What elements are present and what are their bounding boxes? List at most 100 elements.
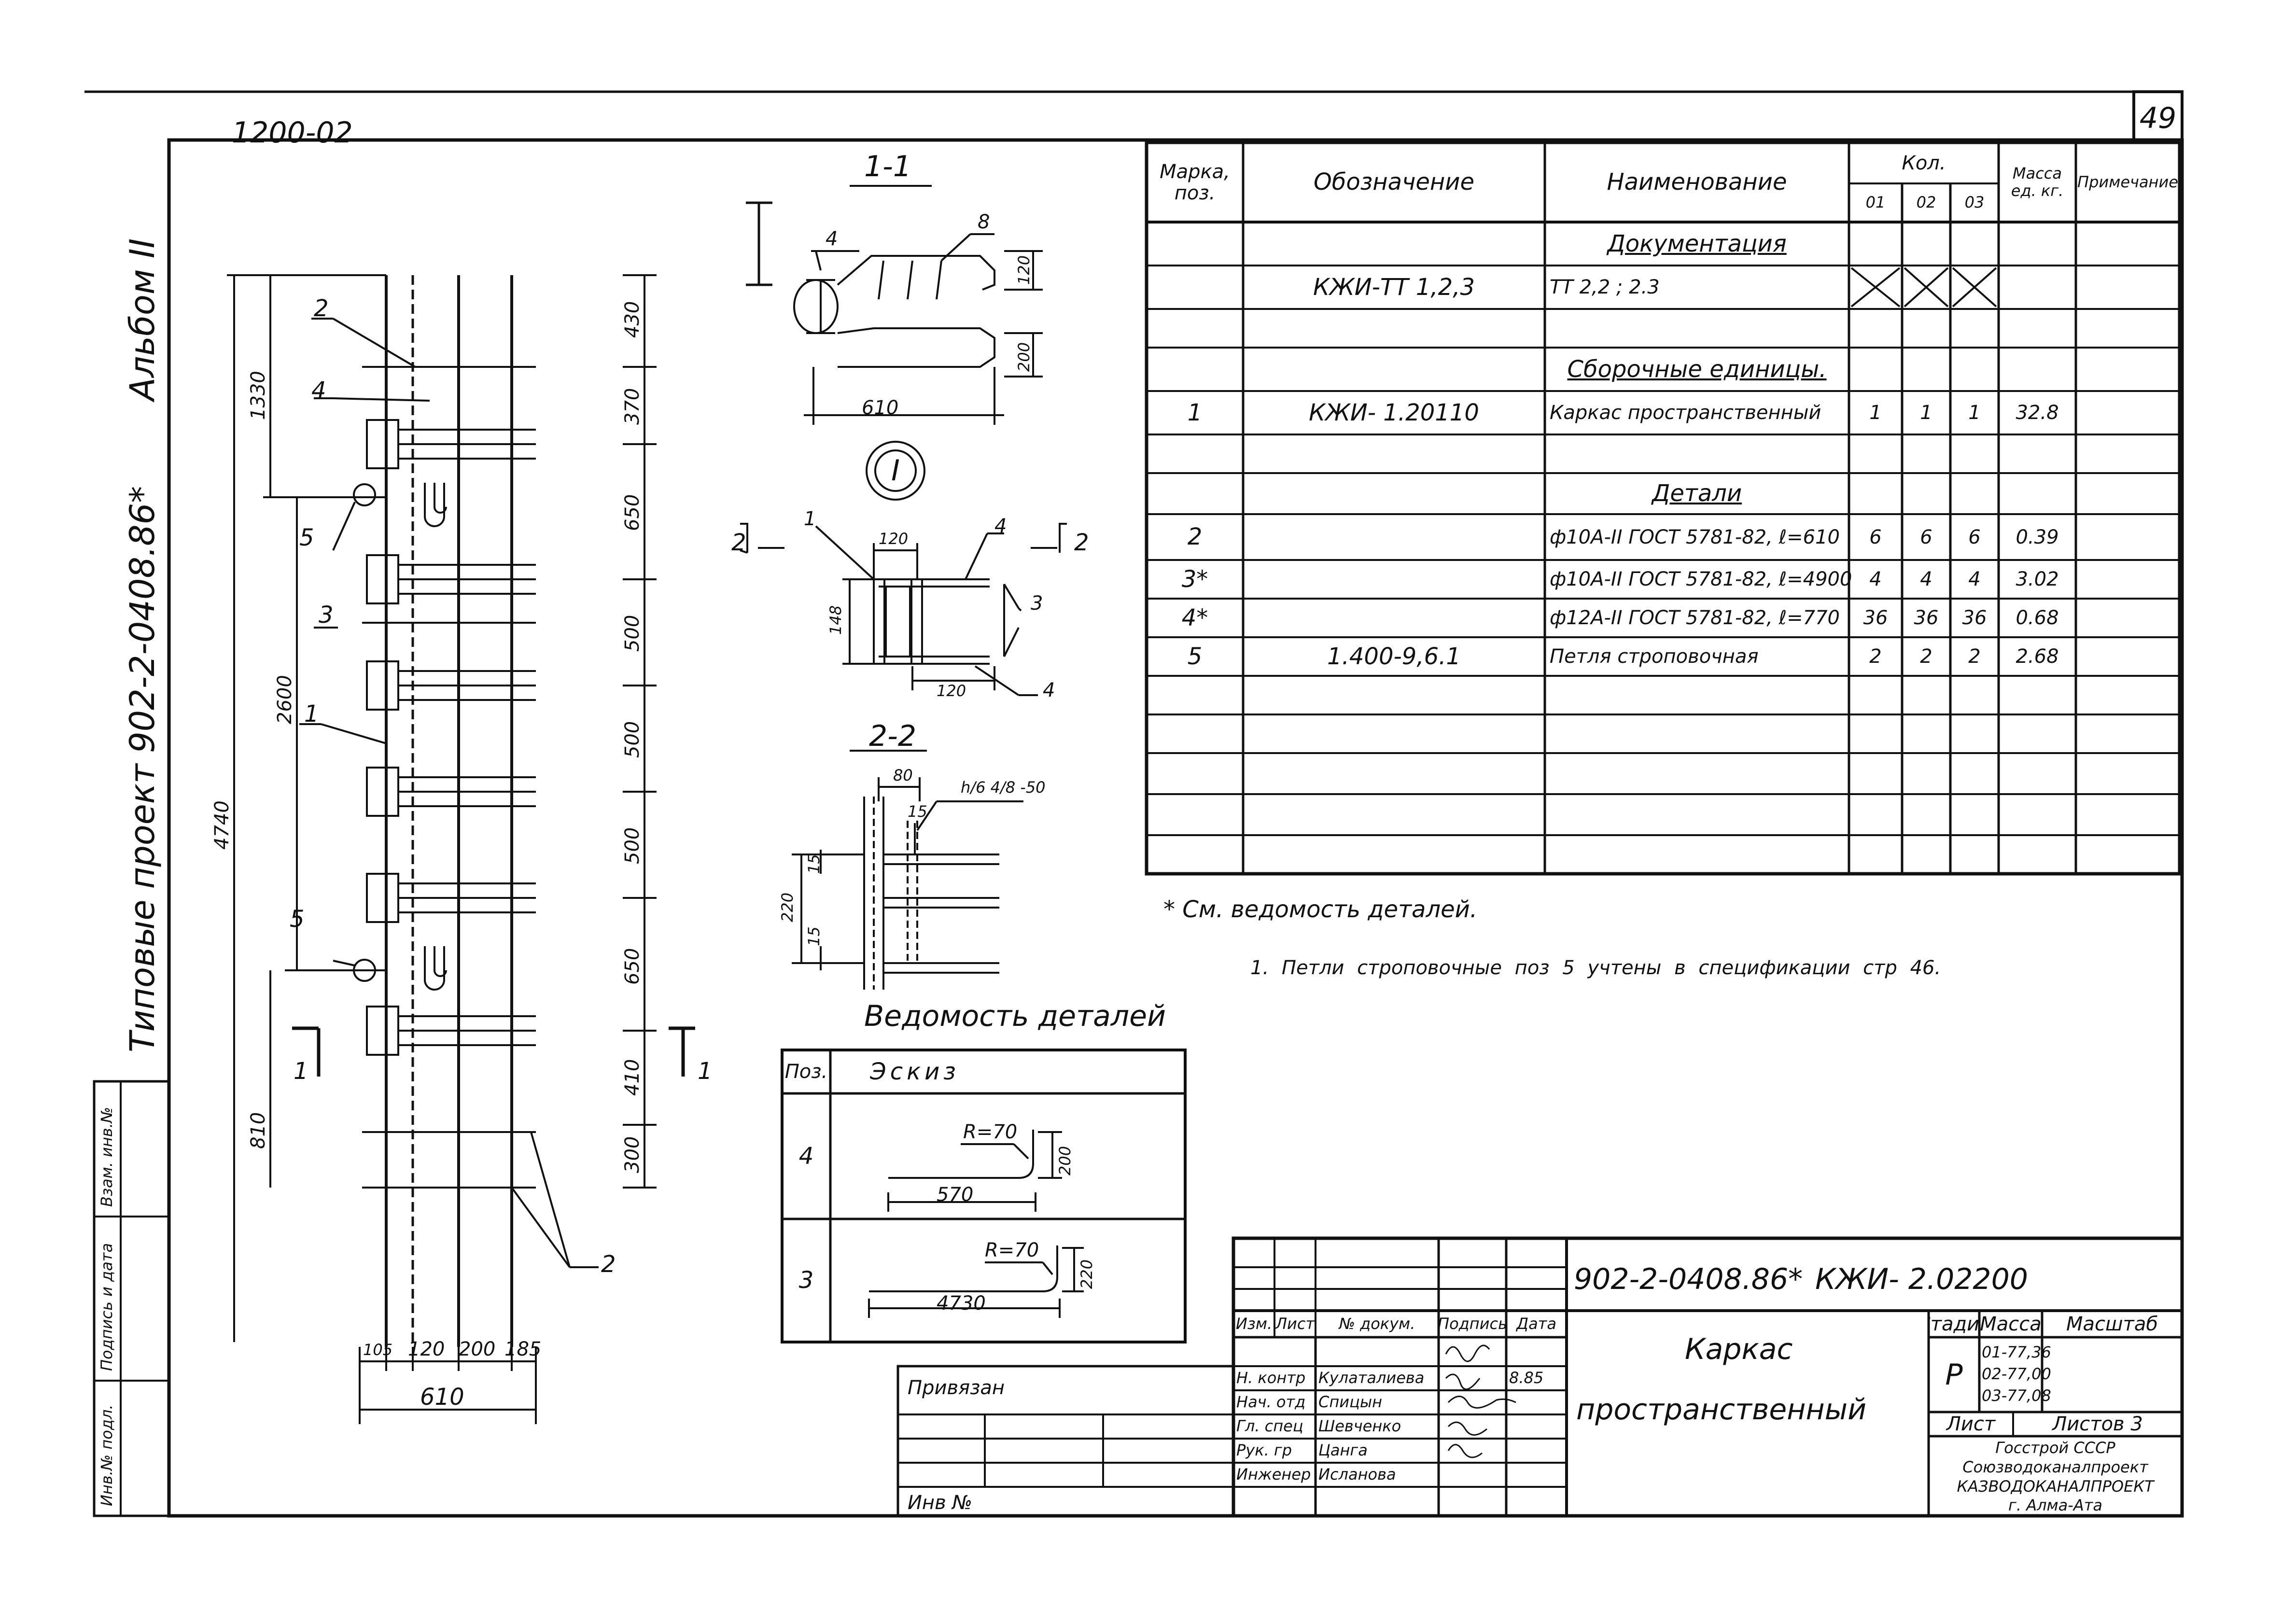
spec-cell-mass: 32.8 xyxy=(2016,402,2059,424)
secI-callout-4: 4 xyxy=(994,515,1007,537)
spec-header-q01: 01 xyxy=(1865,193,1886,212)
section-2-2-title: 2-2 xyxy=(869,719,916,753)
callout-3: 3 xyxy=(319,602,334,629)
callout-5: 5 xyxy=(299,524,314,551)
spec-cell-designation xyxy=(1243,676,1545,714)
dim-500c: 500 xyxy=(621,827,644,864)
spec-cell-name xyxy=(1545,753,1854,794)
tb-scale-label: Масштаб xyxy=(2066,1313,2158,1335)
spec-cell-q3 xyxy=(1950,348,1999,391)
tb-role-name: Шевченко xyxy=(1318,1417,1401,1436)
dim-2600: 2600 xyxy=(274,675,296,724)
tb-role-name: Исланова xyxy=(1318,1465,1396,1484)
dim-300: 300 xyxy=(621,1136,644,1173)
tb-role-date xyxy=(1506,1391,1569,1413)
spec-cell-q1: 36 xyxy=(1863,607,1888,629)
section-1-1-title: 1-1 xyxy=(864,150,911,183)
spec-cell-q3 xyxy=(1950,676,1999,714)
doc-code: 902-2-0408.86* xyxy=(1574,1262,1803,1296)
section-mark-left: 1 xyxy=(294,1058,308,1085)
dim-4740: 4740 xyxy=(211,800,233,850)
spec-header-mark: Марка, поз. xyxy=(1160,160,1230,204)
spec-cell-q3 xyxy=(1950,222,1999,266)
sec11-dim-200: 200 xyxy=(1015,342,1033,372)
tb-role-role: Нач. отд xyxy=(1236,1393,1306,1412)
secI-mark-left: 2 xyxy=(731,529,746,556)
top-code: 1200-02 xyxy=(232,116,353,150)
spec-cell-q1 xyxy=(1849,753,1902,794)
privyazan-grid xyxy=(896,1365,1235,1517)
section-2-2-drawing xyxy=(792,750,1023,990)
tb-col-izm: Изм. xyxy=(1235,1314,1273,1333)
tb-role-role: Н. контр xyxy=(1236,1369,1306,1387)
spec-header-q03: 03 xyxy=(1964,193,1985,212)
spec-cell-mark: 4* xyxy=(1181,604,1208,631)
dim-185: 185 xyxy=(504,1338,542,1360)
spec-cell-mass: 0.39 xyxy=(2016,526,2059,548)
stamp-podpis: Подпись и дата xyxy=(98,1243,116,1371)
dim-200: 200 xyxy=(459,1338,496,1360)
dim-500b: 500 xyxy=(621,721,644,758)
spec-cell-q2: 6 xyxy=(1920,526,1932,548)
spec-cell-designation xyxy=(1243,753,1545,794)
dim-650: 650 xyxy=(621,494,644,531)
spec-cell-mark: 1 xyxy=(1187,399,1203,426)
spec-cell-mark: 3* xyxy=(1181,565,1208,593)
spec-cell-mark: 2 xyxy=(1187,523,1203,551)
spec-cell-mark xyxy=(1147,266,1243,309)
spec-cell-designation: 1.400-9,6.1 xyxy=(1327,643,1461,670)
details-row3-height: 220 xyxy=(1078,1259,1096,1289)
spec-cell-mass xyxy=(1999,309,2076,348)
spec-cell-q3 xyxy=(1950,473,1999,514)
spec-cell-mass xyxy=(1999,714,2076,753)
spec-cell-name xyxy=(1545,434,1854,473)
spec-cell-q3: 4 xyxy=(1968,568,1981,590)
spec-cell-mark xyxy=(1147,794,1243,835)
spec-cell-q2 xyxy=(1902,794,1950,835)
spec-cell-mark xyxy=(1147,434,1243,473)
spec-cell-designation: КЖИ-ТТ 1,2,3 xyxy=(1313,273,1475,301)
sec11-callout-4: 4 xyxy=(826,228,838,250)
spec-cell-q1: 1 xyxy=(1869,402,1882,424)
spec-cell-mass xyxy=(1999,348,2076,391)
sec22-weld-symbol: h/6 4/8 -50 xyxy=(961,778,1046,797)
tb-role-date: 8.85 xyxy=(1509,1369,1544,1387)
callout-2b: 2 xyxy=(601,1251,616,1278)
dim-410: 410 xyxy=(621,1059,644,1096)
sec11-callout-8: 8 xyxy=(978,211,990,233)
spec-cell-name xyxy=(1545,714,1854,753)
tb-org-4: г. Алма-Ата xyxy=(2008,1497,2102,1515)
spec-cell-name: Каркас пространственный xyxy=(1550,402,1821,424)
spec-cell-q2: 36 xyxy=(1914,607,1939,629)
spec-cell-name xyxy=(1545,676,1854,714)
dim-1330: 1330 xyxy=(247,371,269,420)
tb-col-sign: Подпись xyxy=(1439,1314,1506,1333)
spec-cell-q2: 2 xyxy=(1920,645,1932,668)
spec-cell-name: ТТ 2,2 ; 2.3 xyxy=(1550,276,1660,298)
spec-cell-q3: 36 xyxy=(1962,607,1987,629)
note-1: 1. Петли строповочные поз 5 учтены в спе… xyxy=(1250,957,1941,979)
spec-cell-q2 xyxy=(1902,473,1950,514)
callout-5b: 5 xyxy=(290,906,305,933)
section-mark-right: 1 xyxy=(698,1058,713,1085)
spec-cell-mass xyxy=(1999,676,2076,714)
spec-cell-q2 xyxy=(1902,434,1950,473)
spec-cell-q3: 2 xyxy=(1968,645,1981,668)
tb-sheet-label: Лист xyxy=(1946,1413,1996,1435)
spec-cell-mark xyxy=(1147,473,1243,514)
details-table-grid xyxy=(781,1049,1187,1343)
spec-cell-mass: 2.68 xyxy=(2016,645,2059,668)
spec-cell-name: Документация xyxy=(1607,230,1787,257)
dim-610: 610 xyxy=(420,1384,464,1411)
spec-cell-q2 xyxy=(1902,348,1950,391)
stamp-inv-podl: Инв.№ подл. xyxy=(98,1404,116,1506)
tb-mass-02: 02-77,00 xyxy=(1982,1365,2051,1383)
side-title: Типовые проект 902-2-0408.86* xyxy=(123,486,162,1052)
spec-cell-name xyxy=(1545,794,1854,835)
spec-cell-mass xyxy=(1999,753,2076,794)
spec-cell-mark xyxy=(1147,348,1243,391)
tb-mass-label: Масса xyxy=(1980,1313,2042,1335)
spec-cell-designation: КЖИ- 1.20110 xyxy=(1309,399,1479,426)
tb-role-name: Кулаталиева xyxy=(1318,1369,1425,1387)
